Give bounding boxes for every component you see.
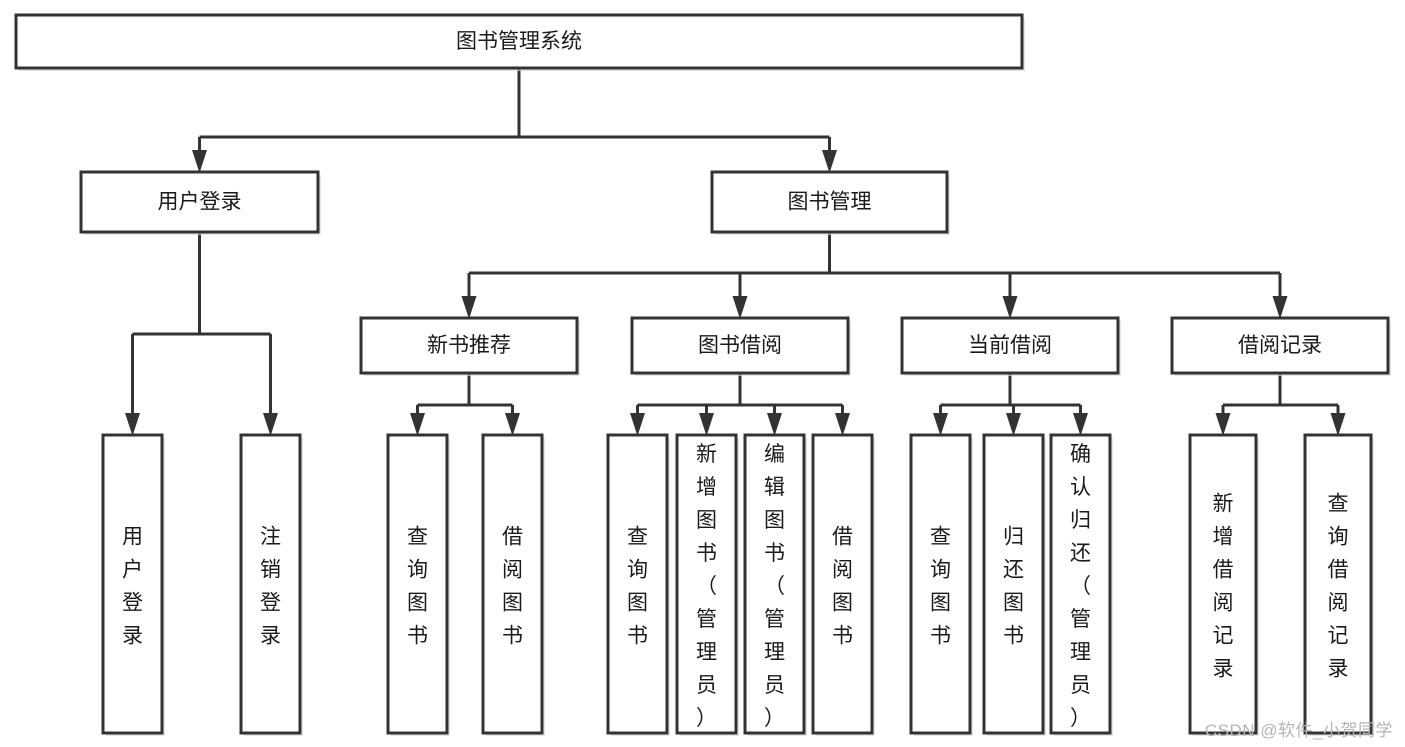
node-leaf-borrow-book-2[interactable]: 借阅图书 (811, 433, 875, 736)
node-rect[interactable] (811, 433, 874, 735)
node-label: 借阅图书 (502, 526, 523, 648)
connector-group-root (192, 68, 837, 173)
node-layer: 图书管理系统用户登录图书管理新书推荐图书借阅当前借阅借阅记录用户登录注销登录查询… (14, 13, 1391, 736)
arrow-head-icon (1006, 413, 1021, 436)
watermark-label: CSDN @软件_小贺同学 (1204, 721, 1393, 740)
node-new-book-rec[interactable]: 新书推荐 (359, 316, 580, 376)
connector-group-borrow-record (1215, 373, 1346, 436)
arrow-head-icon (732, 296, 748, 319)
node-rect[interactable] (675, 433, 738, 735)
node-leaf-add-book[interactable]: 新增图书（管理员） (675, 433, 739, 736)
node-rect[interactable] (101, 433, 164, 735)
node-leaf-logout[interactable]: 注销登录 (239, 433, 303, 736)
node-rect[interactable] (14, 13, 1024, 70)
node-label: 借阅记录 (1238, 334, 1322, 357)
node-rect[interactable] (239, 433, 302, 735)
arrow-head-icon (1002, 296, 1018, 319)
arrow-head-icon (1215, 413, 1231, 436)
node-leaf-user-login[interactable]: 用户登录 (101, 433, 165, 736)
node-label: 编辑图书（管理员） (764, 443, 785, 730)
connector-group-current-borrow (933, 373, 1088, 436)
node-rect[interactable] (359, 316, 579, 375)
node-label: 图书管理 (788, 191, 872, 214)
node-label: 新书推荐 (427, 334, 511, 357)
node-current-borrow[interactable]: 当前借阅 (900, 316, 1121, 376)
node-leaf-query-book-2[interactable]: 查询图书 (606, 433, 670, 736)
node-rect[interactable] (630, 316, 850, 375)
arrow-head-icon (933, 413, 948, 436)
node-root[interactable]: 图书管理系统 (14, 13, 1025, 71)
node-rect[interactable] (1303, 433, 1373, 735)
connector-group-book-borrow (630, 373, 850, 436)
arrow-head-icon (125, 413, 140, 436)
node-leaf-borrow-book-1[interactable]: 借阅图书 (481, 433, 545, 736)
node-borrow-record[interactable]: 借阅记录 (1170, 316, 1391, 376)
node-label: 用户登录 (122, 526, 143, 648)
node-user-login[interactable]: 用户登录 (79, 170, 321, 235)
node-rect[interactable] (743, 433, 806, 735)
node-label: 图书借阅 (698, 334, 782, 357)
connector-group-new-book-rec (410, 373, 520, 436)
node-rect[interactable] (606, 433, 669, 735)
node-leaf-query-book-1[interactable]: 查询图书 (386, 433, 450, 736)
connector-group-user-login (125, 232, 278, 436)
node-label: 新增图书（管理员） (696, 443, 717, 730)
arrow-head-icon (461, 296, 477, 319)
node-leaf-return-book[interactable]: 归还图书 (982, 433, 1046, 736)
node-leaf-query-record[interactable]: 查询借阅记录 (1303, 433, 1374, 736)
node-label: 注销登录 (260, 526, 281, 648)
connector-group-book-manage (461, 232, 1288, 319)
arrow-head-icon (767, 413, 782, 436)
node-label: 借阅图书 (832, 526, 853, 648)
node-leaf-confirm-return[interactable]: 确认归还（管理员） (1049, 433, 1113, 736)
node-rect[interactable] (481, 433, 544, 735)
arrow-head-icon (1272, 296, 1288, 319)
arrow-head-icon (410, 413, 425, 436)
node-rect[interactable] (386, 433, 449, 735)
node-label: 查询图书 (930, 526, 951, 648)
node-label: 当前借阅 (968, 334, 1052, 357)
node-rect[interactable] (900, 316, 1120, 375)
node-label: 新增借阅记录 (1213, 493, 1234, 681)
node-book-manage[interactable]: 图书管理 (710, 170, 950, 235)
node-label: 图书管理系统 (456, 30, 582, 53)
node-rect[interactable] (909, 433, 972, 735)
arrow-head-icon (263, 413, 278, 436)
connector-layer (125, 68, 1346, 436)
arrow-head-icon (822, 150, 837, 173)
node-book-borrow[interactable]: 图书借阅 (630, 316, 851, 376)
node-leaf-edit-book[interactable]: 编辑图书（管理员） (743, 433, 807, 736)
node-label: 确认归还（管理员） (1070, 443, 1091, 730)
node-label: 用户登录 (158, 191, 242, 214)
arrow-head-icon (630, 413, 645, 436)
node-rect[interactable] (1049, 433, 1112, 735)
node-label: 查询借阅记录 (1328, 493, 1349, 681)
node-label: 查询图书 (407, 526, 428, 648)
arrow-head-icon (1073, 413, 1088, 436)
node-label: 归还图书 (1003, 526, 1024, 648)
node-rect[interactable] (710, 170, 949, 234)
node-rect[interactable] (1188, 433, 1258, 735)
node-leaf-add-record[interactable]: 新增借阅记录 (1188, 433, 1259, 736)
arrow-head-icon (699, 413, 714, 436)
node-rect[interactable] (982, 433, 1045, 735)
arrow-head-icon (1330, 413, 1346, 436)
node-leaf-query-book-3[interactable]: 查询图书 (909, 433, 973, 736)
node-label: 查询图书 (627, 526, 648, 648)
arrow-head-icon (835, 413, 850, 436)
node-rect[interactable] (1170, 316, 1390, 375)
arrow-head-icon (505, 413, 520, 436)
node-rect[interactable] (79, 170, 320, 234)
arrow-head-icon (192, 150, 207, 173)
